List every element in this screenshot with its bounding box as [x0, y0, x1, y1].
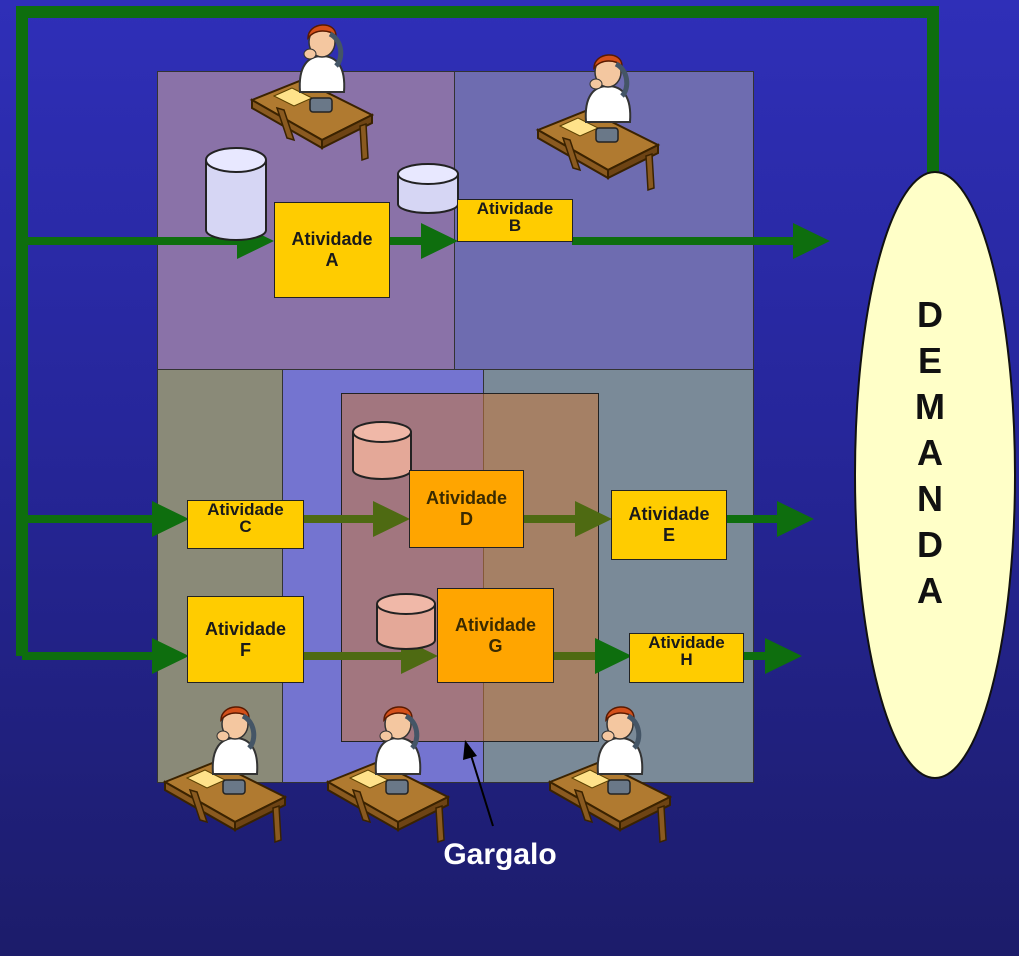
activity-g-letter: G	[488, 635, 503, 656]
storage-cylinder-a	[205, 147, 267, 241]
worker-icon-bottom-right	[550, 707, 670, 842]
activity-c-label: Atividade	[207, 500, 284, 519]
activity-d-label: Atividade	[425, 488, 508, 508]
demand-ellipse	[854, 171, 1016, 779]
activity-g-label: Atividade	[454, 614, 537, 635]
arrow-head-to-f	[152, 638, 189, 674]
activity-f: Atividade F	[187, 596, 304, 683]
activity-f-letter: F	[240, 639, 251, 660]
demand-letter: D	[917, 524, 943, 565]
storage-cylinder-g	[376, 593, 436, 650]
arrow-head-e-out	[777, 501, 814, 537]
storage-cylinder-d	[352, 421, 412, 480]
activity-a-letter: A	[325, 250, 339, 270]
activity-a-label: Atividade	[291, 229, 373, 249]
arrow-head-b-out	[793, 223, 830, 259]
arrow-head-a-to-b	[421, 223, 458, 259]
activity-b-label: Atividade	[476, 199, 554, 218]
arrow-head-c-to-d	[373, 501, 410, 537]
arrow-head-to-c	[152, 501, 189, 537]
arrow-head-g-to-h	[595, 638, 632, 674]
demand-letter: D	[917, 294, 943, 335]
activity-h-label: Atividade	[648, 633, 725, 652]
activity-g: Atividade G	[437, 588, 554, 683]
activity-b: Atividade B	[457, 199, 573, 242]
activity-d: Atividade D	[409, 470, 524, 548]
activity-b-letter: B	[508, 216, 522, 235]
activity-h: Atividade H	[629, 633, 744, 683]
arrow-head-h-out	[765, 638, 802, 674]
activity-e-label: Atividade	[628, 504, 710, 524]
activity-f-label: Atividade	[204, 618, 287, 639]
worker-icon-top-left	[252, 25, 372, 160]
worker-icon-bottom-left	[165, 707, 285, 842]
demand-label: D E M A N D A	[875, 292, 985, 614]
demand-letter: A	[917, 432, 943, 473]
demand-letter: N	[917, 478, 943, 519]
activity-e: Atividade E	[611, 490, 727, 560]
worker-icon-top-right	[538, 55, 658, 190]
activity-h-letter: H	[680, 650, 693, 669]
demand-letter: A	[917, 570, 943, 611]
activity-a: Atividade A	[274, 202, 390, 298]
activity-c-letter: C	[239, 517, 252, 536]
feedback-loop	[16, 6, 939, 656]
activity-d-letter: D	[460, 509, 473, 529]
arrow-head-d-to-e	[575, 501, 612, 537]
activity-e-letter: E	[662, 525, 675, 545]
bottleneck-label: Gargalo	[443, 838, 557, 871]
storage-cylinder-b	[397, 163, 459, 214]
worker-icon-bottom-middle	[328, 707, 448, 842]
demand-letter: E	[917, 340, 942, 381]
activity-c: Atividade C	[187, 500, 304, 549]
demand-letter: M	[915, 386, 945, 427]
bottleneck-pointer	[469, 751, 494, 827]
